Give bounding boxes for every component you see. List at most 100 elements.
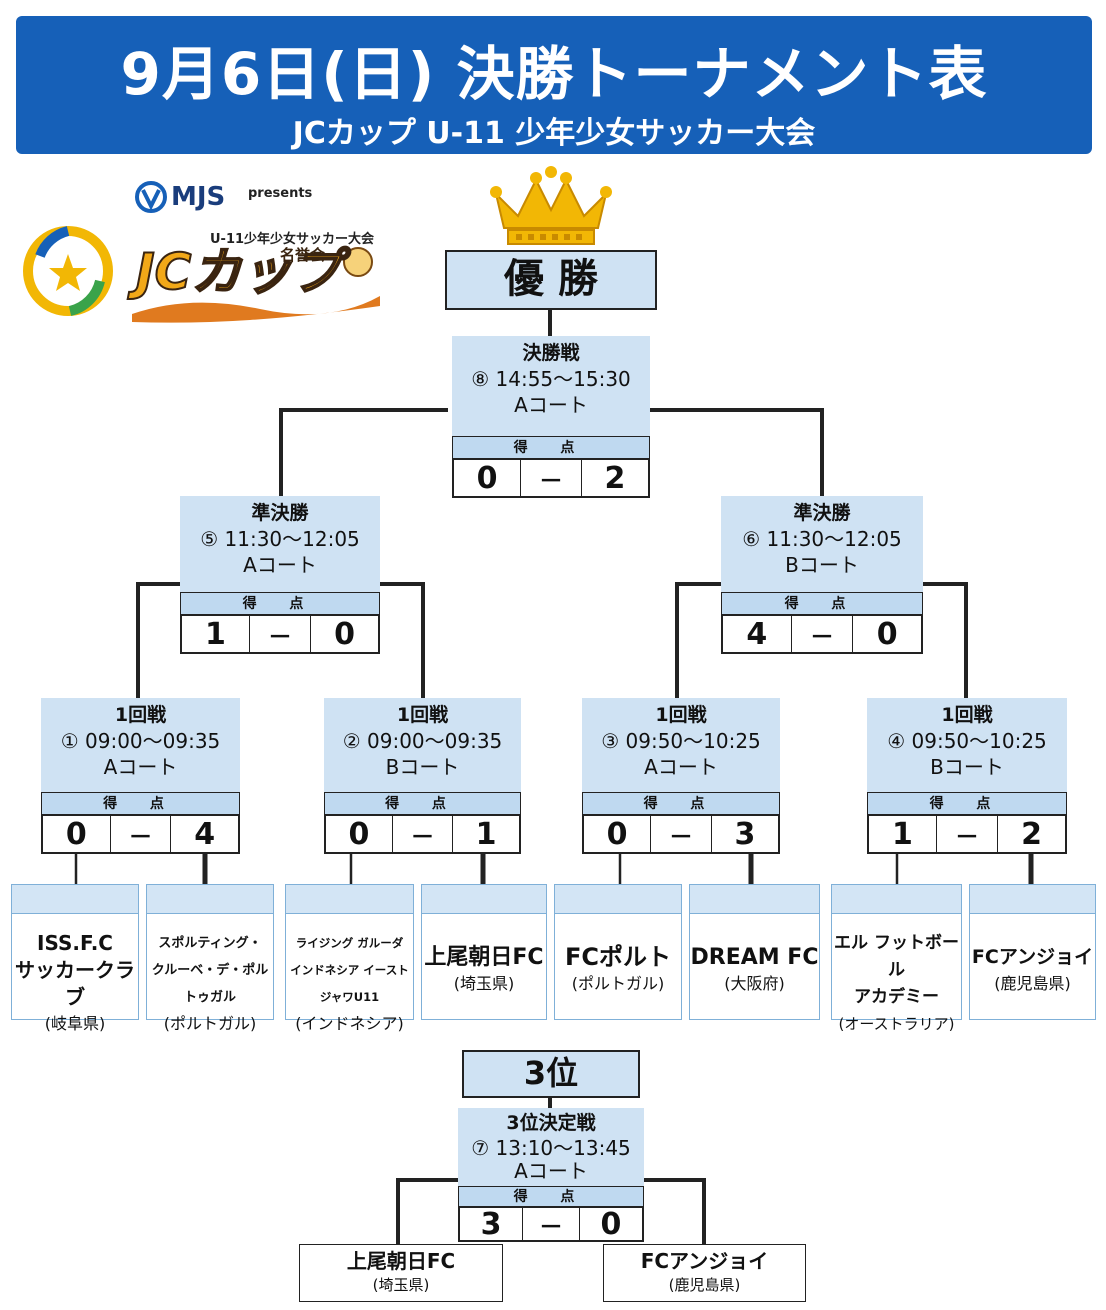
score-left: 0 bbox=[348, 816, 370, 852]
match-semifinal-5: 準決勝 ⑤ 11:30～12:05 Aコート 得 点 1 － 0 bbox=[180, 496, 380, 654]
header-banner: 9月6日(日) 決勝トーナメント表 JCカップ U-11 少年少女サッカー大会 bbox=[16, 16, 1092, 154]
match-court: Aコート bbox=[243, 553, 317, 577]
match-round1-3: 1回戦 ③ 09:50～10:25 Aコート 得 点 0－3 bbox=[582, 698, 780, 854]
team-prefecture: (鹿児島県) bbox=[668, 1276, 741, 1294]
score-right: 0 bbox=[600, 1206, 622, 1242]
match-time: ① 09:00～09:35 bbox=[60, 729, 221, 753]
team-card: 上尾朝日FC (埼玉県) bbox=[421, 884, 547, 1020]
match-title: 決勝戦 bbox=[522, 342, 580, 364]
mjs-icon bbox=[135, 181, 167, 213]
match-time: ② 09:00～09:35 bbox=[342, 729, 503, 753]
team-card: DREAM FC (大阪府) bbox=[689, 884, 820, 1020]
team-prefecture: (埼玉県) bbox=[372, 1276, 430, 1294]
third-place-label: 3位 bbox=[462, 1050, 640, 1098]
presents-text: presents bbox=[248, 186, 313, 201]
team-prefecture: (インドネシア) bbox=[295, 1014, 404, 1033]
team-card: FCアンジョイ (鹿児島県) bbox=[969, 884, 1096, 1020]
match-time: ④ 09:50～10:25 bbox=[887, 729, 1047, 753]
score-dash: － bbox=[790, 616, 854, 652]
team-prefecture: (オーストラリア) bbox=[838, 1015, 955, 1033]
score-box: 得 点 0 － 4 bbox=[41, 792, 240, 854]
score-label: 得 点 bbox=[867, 792, 1067, 814]
match-third-place: 3位決定戦 ⑦ 13:10～13:45 Aコート 得 点 3 － 0 bbox=[458, 1108, 644, 1242]
match-title: 準決勝 bbox=[251, 502, 309, 524]
sponsor-name: MJS bbox=[171, 182, 226, 212]
score-box: 得 点 4－0 bbox=[721, 592, 923, 654]
match-title: 3位決定戦 bbox=[506, 1112, 596, 1134]
score-dash: － bbox=[520, 460, 582, 496]
cup-mark: JCカップ bbox=[135, 242, 342, 302]
score-left: 0 bbox=[606, 816, 628, 852]
match-title: 1回戦 bbox=[941, 704, 993, 726]
score-left: 1 bbox=[205, 616, 226, 652]
match-time: ⑥ 11:30～12:05 bbox=[742, 527, 902, 551]
score-right: 2 bbox=[1021, 816, 1042, 852]
team-card: スポルティング・ クルーベ・デ・ポルトゥガル (ポルトガル) bbox=[146, 884, 274, 1033]
match-time: ⑦ 13:10～13:45 bbox=[471, 1136, 631, 1160]
team-card: ライジング ガルーダ インドネシア イースト ジャワU11 (インドネシア) bbox=[285, 884, 414, 1033]
team-name: スポルティング・ クルーベ・デ・ポルトゥガル bbox=[151, 936, 269, 1005]
team-name: 上尾朝日FC bbox=[424, 945, 544, 970]
score-box: 得 点 1 － 2 bbox=[867, 792, 1067, 854]
score-right: 0 bbox=[334, 616, 355, 652]
team-prefecture: (大阪府) bbox=[724, 974, 785, 993]
match-court: Aコート bbox=[103, 755, 178, 779]
score-label: 得 点 bbox=[458, 1186, 644, 1206]
match-final: 決勝戦 ⑧ 14:55～15:30 Aコート 得 点 0－2 bbox=[452, 336, 650, 498]
team-name: FCアンジョイ bbox=[971, 946, 1094, 968]
team-name: FCポルト bbox=[564, 943, 671, 971]
cup-brand: 名誉会 bbox=[280, 246, 326, 264]
match-court: Aコート bbox=[644, 755, 718, 779]
jc-cup-logo: 名誉会 JCカップ bbox=[130, 224, 388, 324]
score-right: 1 bbox=[475, 816, 497, 852]
team-card: FCポルト (ポルトガル) bbox=[554, 884, 682, 1020]
score-label: 得 点 bbox=[180, 592, 380, 614]
team-name: エル フットボール アカデミー bbox=[834, 933, 959, 1007]
score-left: 0 bbox=[476, 460, 498, 496]
match-time: ⑤ 11:30～12:05 bbox=[200, 527, 360, 551]
match-round1-1: 1回戦 ① 09:00～09:35 Aコート 得 点 0－4 bbox=[41, 698, 240, 854]
score-box: 得 点 0－2 bbox=[452, 436, 650, 498]
tournament-emblem-icon bbox=[23, 226, 113, 316]
score-dash: － bbox=[935, 816, 999, 852]
score-dash: － bbox=[248, 616, 312, 652]
score-dash: － bbox=[522, 1208, 580, 1241]
score-left: 1 bbox=[892, 816, 913, 852]
sponsor-logo: MJS bbox=[135, 180, 225, 214]
score-label: 得 点 bbox=[721, 592, 923, 614]
match-title: 1回戦 bbox=[655, 704, 707, 726]
champion-label: 優 勝 bbox=[445, 250, 657, 310]
score-box: 得 点 3 － 0 bbox=[458, 1186, 644, 1242]
team-prefecture: (ポルトガル) bbox=[163, 1014, 257, 1033]
team-name: DREAM FC bbox=[690, 945, 819, 970]
match-round1-2: 1回戦 ② 09:00～09:35 Bコート 得 点 0－1 bbox=[324, 698, 521, 854]
match-court: Aコート bbox=[514, 1159, 588, 1183]
team-name: ライジング ガルーダ インドネシア イースト ジャワU11 bbox=[290, 936, 409, 1004]
cup-tagline: U-11少年少女サッカー大会 bbox=[210, 232, 375, 247]
score-dash: － bbox=[109, 816, 172, 852]
score-left: 0 bbox=[65, 816, 87, 852]
page-subtitle: JCカップ U-11 少年少女サッカー大会 bbox=[292, 116, 816, 151]
match-court: Bコート bbox=[930, 755, 1004, 779]
team-name: 上尾朝日FC bbox=[346, 1249, 456, 1273]
match-title: 準決勝 bbox=[793, 502, 851, 524]
match-court: Bコート bbox=[385, 755, 460, 779]
page-title: 9月6日(日) 決勝トーナメント表 bbox=[120, 40, 988, 108]
score-left: 3 bbox=[480, 1206, 502, 1242]
team-prefecture: (埼玉県) bbox=[453, 974, 515, 993]
match-court: Aコート bbox=[514, 393, 588, 417]
score-label: 得 点 bbox=[41, 792, 240, 814]
score-label: 得 点 bbox=[582, 792, 780, 814]
score-dash: － bbox=[391, 816, 454, 852]
team-card: ISS.F.C サッカークラブ (岐阜県) bbox=[11, 884, 139, 1033]
match-time: ⑧ 14:55～15:30 bbox=[471, 367, 631, 391]
score-right: 4 bbox=[194, 816, 216, 852]
team-prefecture: (鹿児島県) bbox=[994, 974, 1071, 993]
team-card: エル フットボール アカデミー (オーストラリア) bbox=[831, 884, 962, 1033]
score-right: 0 bbox=[876, 616, 898, 652]
jc-cup-brush-icon bbox=[132, 247, 380, 323]
score-box: 得 点 0－3 bbox=[582, 792, 780, 854]
score-box: 得 点 1 － 0 bbox=[180, 592, 380, 654]
team-prefecture: (ポルトガル) bbox=[571, 974, 665, 993]
